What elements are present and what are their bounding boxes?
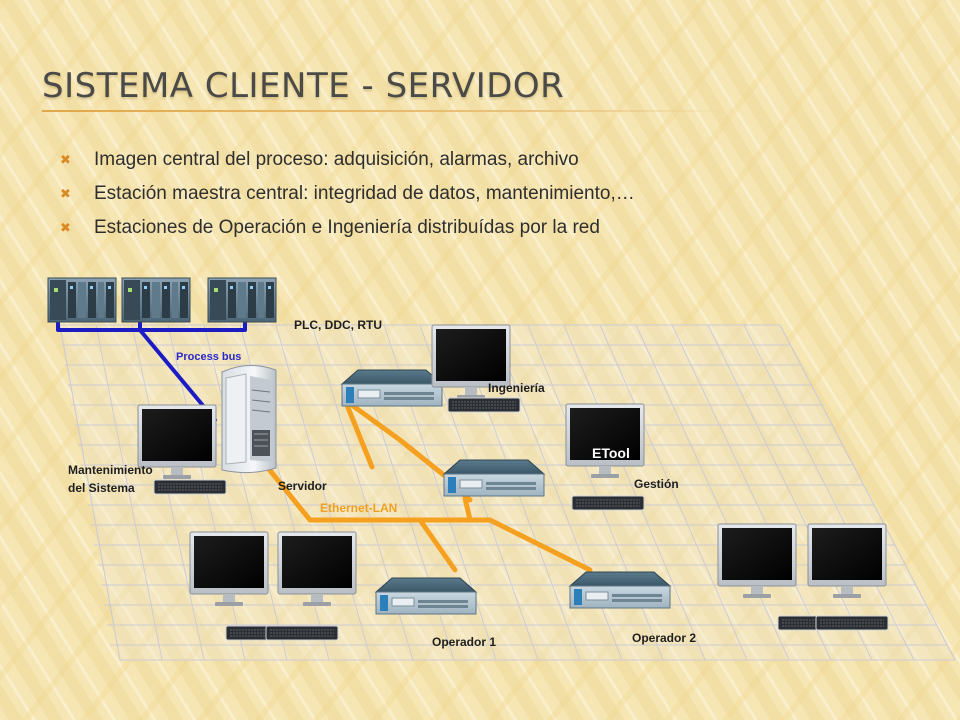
servidor-label: Servidor <box>278 479 327 493</box>
keyboard-icon <box>153 479 227 495</box>
keyboard-icon <box>447 397 521 413</box>
cross-bullet-icon: ✖ <box>60 220 71 235</box>
etool-screen-label: ETool <box>592 445 630 461</box>
server-tower-icon <box>221 365 277 474</box>
cross-bullet-icon: ✖ <box>60 152 71 167</box>
ingenieria-label: Ingeniería <box>488 381 545 395</box>
bullet-text: Estaciones de Operación e Ingeniería dis… <box>94 217 600 238</box>
keyboard-icon <box>265 625 339 641</box>
plc-label: PLC, DDC, RTU <box>294 318 382 332</box>
workstation-unit-icon <box>569 571 671 609</box>
plc-rack-icon <box>121 277 191 323</box>
workstation-unit-icon <box>375 577 477 615</box>
plc-rack-icon <box>207 277 277 323</box>
bullet-text: Imagen central del proceso: adquisición,… <box>94 149 579 170</box>
ethernet-lan <box>265 397 593 573</box>
bullet-item: ✖ Estación maestra central: integridad d… <box>60 180 635 214</box>
bullet-list: ✖ Imagen central del proceso: adquisició… <box>60 146 635 248</box>
workstation-unit-icon <box>341 369 443 407</box>
title-underline <box>42 110 732 112</box>
ethernet-lan-label: Ethernet-LAN <box>320 501 397 515</box>
process-bus-label: Process bus <box>176 351 241 363</box>
operador2-workstation: Operador 2 <box>569 523 889 645</box>
gestion-workstation: ETool Gestión <box>443 403 679 511</box>
mantenimiento-label: Mantenimiento <box>68 463 153 477</box>
keyboard-icon <box>571 495 645 511</box>
mantenimiento-workstation: Mantenimiento del Sistema <box>68 404 227 495</box>
gestion-label: Gestión <box>634 477 679 491</box>
workstation-unit-icon <box>443 459 545 497</box>
mantenimiento-label-line2: del Sistema <box>68 481 135 495</box>
bullet-item: ✖ Imagen central del proceso: adquisició… <box>60 146 635 180</box>
keyboard-icon <box>815 615 889 631</box>
slide-title: Sistema Cliente - Servidor <box>42 66 565 106</box>
ingenieria-workstation: Ingeniería <box>341 324 545 413</box>
plc-rack-icon <box>47 277 117 323</box>
operador2-label: Operador 2 <box>632 631 696 645</box>
operador1-workstation: Operador 1 <box>189 531 496 649</box>
operador1-label: Operador 1 <box>432 635 496 649</box>
bullet-item: ✖ Estaciones de Operación e Ingeniería d… <box>60 214 635 248</box>
bullet-text: Estación maestra central: integridad de … <box>94 183 635 204</box>
cross-bullet-icon: ✖ <box>60 186 71 201</box>
